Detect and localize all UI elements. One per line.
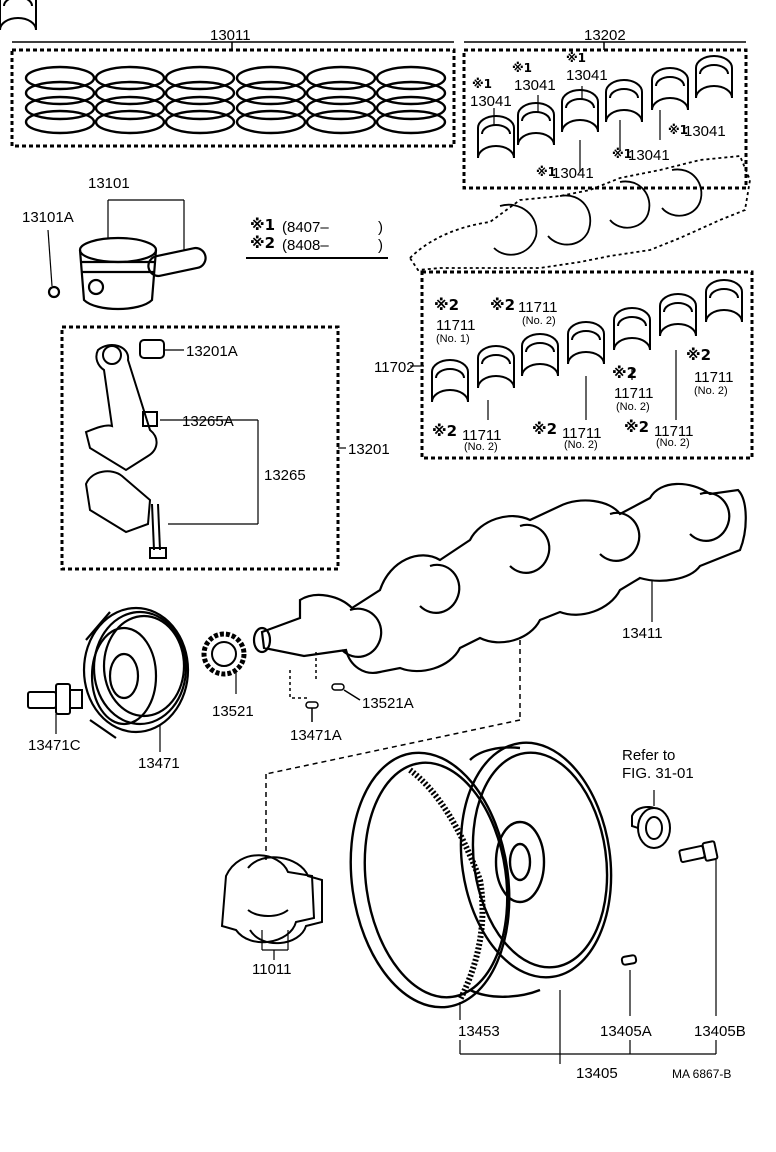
flywheel-pin-drawing — [620, 954, 638, 1016]
label-no2-d: (No. 2) — [616, 401, 650, 413]
flywheel-drawing — [349, 741, 613, 1020]
mark-1-b: ※1 — [512, 61, 533, 75]
label-pulley: 13471 — [138, 755, 180, 772]
label-no2-e: (No. 2) — [464, 441, 498, 453]
crank-pulley-drawing — [82, 606, 190, 752]
label-crank-key: 13521A — [362, 695, 414, 712]
label-13041-b: 13041 — [514, 77, 556, 94]
label-flywheel-bolt: 13405B — [694, 1023, 746, 1040]
label-11711-f: 11711 — [562, 425, 602, 442]
legend-close-1: ) — [378, 219, 383, 236]
label-13041-e: 13041 — [628, 147, 670, 164]
label-refer-2: FIG. 31-01 — [622, 765, 694, 782]
legend-text-2: (8408– — [282, 237, 329, 254]
label-thrust-washers: 11011 — [252, 961, 292, 978]
label-ring-gear: 13453 — [458, 1023, 500, 1040]
thrust-washer-drawing — [220, 854, 323, 960]
label-flywheel-pin: 13405A — [600, 1023, 652, 1040]
mark-2-a: ※2 — [434, 296, 460, 314]
label-crank-gear: 13521 — [212, 703, 254, 720]
label-13041-f: 13041 — [552, 165, 594, 182]
key-parts — [289, 652, 361, 722]
label-no2-f: (No. 2) — [564, 439, 598, 451]
crankshaft-drawing — [252, 482, 747, 674]
label-con-rod-assy: 13201 — [348, 441, 390, 458]
mark-1-e: ※1 — [612, 147, 633, 161]
label-rod-bolt: 13265 — [264, 467, 306, 484]
mark-1-a: ※1 — [472, 77, 493, 91]
label-13041-a: 13041 — [470, 93, 512, 110]
mark-2-b: ※2 — [490, 296, 516, 314]
label-main-bearing-set: 11702 — [374, 359, 415, 376]
legend-text-1: (8407– — [282, 219, 329, 236]
label-11711-e: 11711 — [462, 427, 502, 444]
label-no2-b: (No. 2) — [522, 315, 556, 327]
label-rod-nut: 13265A — [182, 413, 234, 430]
ring-gear-teeth — [408, 767, 486, 1002]
label-no2-g: (No. 2) — [656, 437, 690, 449]
label-11711-d: 11711 — [614, 385, 654, 402]
label-11711-g: 11711 — [654, 423, 694, 440]
label-refer-1: Refer to — [622, 747, 676, 764]
mark-2-g: ※2 — [624, 418, 650, 436]
label-piston: 13101 — [88, 175, 130, 192]
flywheel-bolt-drawing — [678, 840, 719, 1016]
main-bearing-box — [420, 270, 754, 460]
label-rod-bearing-set: 13202 — [584, 27, 626, 44]
pulley-bolt-drawing — [27, 683, 83, 734]
label-flywheel: 13405 — [576, 1065, 618, 1082]
mark-2-d: ※2 — [612, 364, 638, 382]
mark-1-d: ※1 — [668, 123, 689, 137]
label-pulley-bolt: 13471C — [28, 737, 81, 754]
label-11711-c: 11711 — [694, 369, 734, 386]
label-no2-c: (No. 2) — [694, 385, 728, 397]
rod-bearing-box — [462, 48, 748, 190]
label-crankshaft: 13411 — [622, 625, 663, 642]
legend-close-2: ) — [378, 237, 383, 254]
con-rod-box — [60, 325, 340, 571]
label-13041-c: 13041 — [566, 67, 608, 84]
mark-1-c: ※1 — [566, 51, 587, 65]
label-13041-d: 13041 — [684, 123, 726, 140]
label-11711-b: 11711 — [518, 299, 558, 316]
rod-bearing-shells — [0, 0, 733, 159]
mark-1-f: ※1 — [536, 165, 557, 179]
label-no1: (No. 1) — [436, 333, 470, 345]
legend-mark-2: ※2 — [250, 234, 276, 252]
mark-2-f: ※2 — [532, 420, 558, 438]
mark-2-c: ※2 — [686, 346, 712, 364]
connecting-rod-drawing — [84, 339, 346, 559]
drawing-reference: MA 6867-B — [672, 1067, 732, 1081]
label-rod-bushing: 13201A — [186, 343, 238, 360]
label-11711-a: 11711 — [436, 317, 476, 334]
pilot-bearing-drawing — [631, 790, 671, 849]
piston-drawing — [47, 199, 207, 310]
label-rings: 13011 — [210, 27, 251, 44]
mark-2-e: ※2 — [432, 422, 458, 440]
legend-mark-1: ※1 — [250, 216, 276, 234]
label-pulley-key: 13471A — [290, 727, 342, 744]
crank-gear-drawing — [201, 631, 247, 694]
label-piston-clip: 13101A — [22, 209, 74, 226]
piston-ring-group — [24, 65, 447, 135]
ring-set-box — [10, 48, 456, 148]
upper-crankshaft-ghost — [408, 155, 751, 271]
